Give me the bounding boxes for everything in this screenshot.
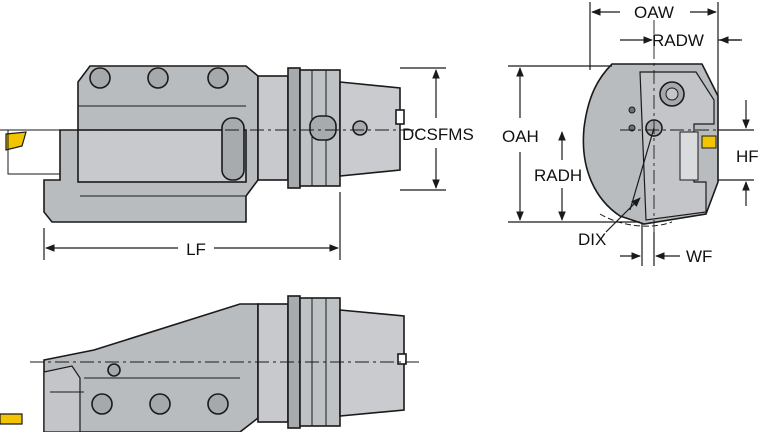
dim-dix [605, 197, 641, 233]
screw-head-icon [107, 363, 121, 377]
cutting-insert [5, 131, 27, 151]
clamp-face [77, 129, 247, 183]
label-radw: RADW [652, 31, 704, 50]
screw-head-icon [91, 393, 113, 415]
dim-oaw [589, 2, 719, 96]
screw-head-icon [149, 393, 171, 415]
insert-slot [221, 117, 245, 181]
label-wf: WF [686, 247, 712, 266]
side-view [0, 65, 420, 223]
coupling-flange [257, 75, 289, 181]
dim-dcsfms [400, 67, 446, 191]
screw-heads-top [91, 393, 229, 415]
end-view [582, 20, 740, 232]
screw-head-icon [207, 393, 229, 415]
tool-shank [339, 81, 401, 177]
top-view [0, 295, 420, 432]
label-lf: LF [186, 240, 206, 259]
coolant-hole-icon [352, 120, 368, 136]
label-hf: HF [736, 147, 758, 166]
label-radh: RADH [534, 166, 582, 185]
label-oaw: OAW [634, 3, 674, 22]
screw-head-icon [207, 67, 229, 89]
screw-head-icon [89, 67, 111, 89]
dim-hf [718, 100, 754, 206]
cutting-insert-top [0, 413, 23, 425]
screw-head-icon [147, 67, 169, 89]
screw-heads-side [89, 67, 229, 89]
label-dix: DIX [578, 230, 606, 249]
dim-wf [620, 224, 680, 266]
cutting-insert-end [701, 135, 717, 149]
label-oah: OAH [502, 127, 539, 146]
tool-shank-top [339, 309, 405, 417]
label-dcsfms: DCSFMS [402, 125, 474, 144]
coupling-groove [287, 67, 301, 189]
dim-oah [508, 65, 640, 223]
